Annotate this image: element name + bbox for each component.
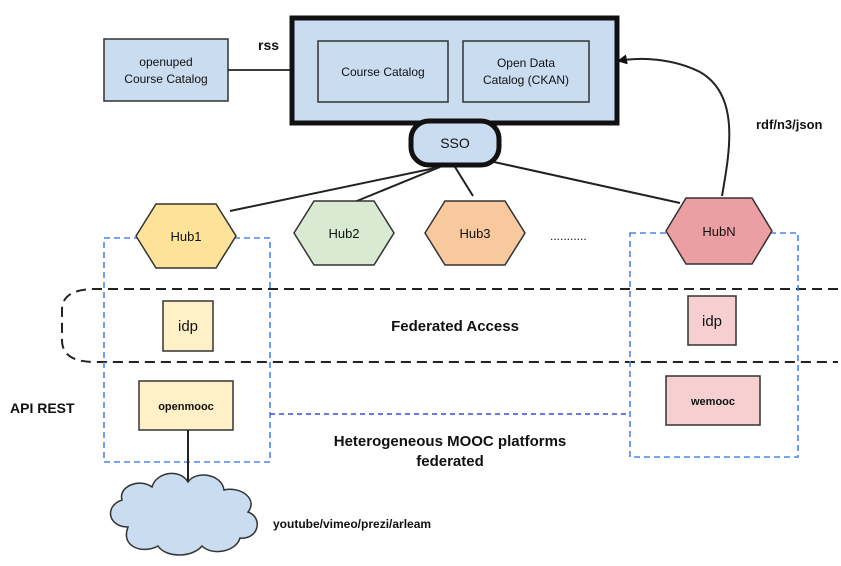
rss-label: rss bbox=[258, 37, 279, 53]
hubn-hexagon bbox=[665, 197, 773, 265]
api-rest-label: API REST bbox=[10, 400, 75, 416]
hub-ellipsis: ........... bbox=[550, 229, 587, 243]
rdf-label: rdf/n3/json bbox=[756, 117, 823, 132]
sso-node bbox=[408, 118, 502, 168]
idp-left-box bbox=[162, 300, 214, 352]
openmooc-label: openmooc bbox=[158, 401, 214, 413]
federated-access-label: Federated Access bbox=[391, 318, 519, 335]
course-catalog-label: Course Catalog bbox=[341, 65, 424, 79]
hetero-line1: Heterogeneous MOOC platforms bbox=[334, 433, 567, 450]
hub1-label: Hub1 bbox=[170, 229, 201, 244]
cloud-label: youtube/vimeo/prezi/arleam bbox=[273, 517, 431, 531]
sso-label: SSO bbox=[440, 135, 470, 151]
openuped-catalog-box bbox=[103, 38, 229, 102]
course-catalog-box bbox=[317, 40, 449, 103]
federated-access-band bbox=[61, 288, 838, 363]
wemooc-label: wemooc bbox=[690, 396, 735, 408]
idp-right-label: idp bbox=[702, 313, 722, 330]
hetero-line2: federated bbox=[416, 453, 484, 470]
open-data-line2: Catalog (CKAN) bbox=[483, 73, 569, 87]
hub2-label: Hub2 bbox=[328, 226, 359, 241]
wemooc-box bbox=[665, 375, 761, 426]
hub3-hexagon bbox=[424, 200, 526, 266]
sso-hub2-link bbox=[351, 166, 441, 204]
open-data-catalog-box bbox=[462, 40, 590, 103]
open-data-line1: Open Data bbox=[497, 56, 555, 70]
openuped-line2: Course Catalog bbox=[124, 72, 207, 86]
openuped-line1: openuped bbox=[139, 55, 192, 69]
openmooc-box bbox=[138, 380, 234, 431]
sso-hubn-link bbox=[484, 159, 681, 204]
idp-left-label: idp bbox=[178, 318, 198, 335]
hub3-label: Hub3 bbox=[459, 226, 490, 241]
rdf-arrow bbox=[617, 54, 731, 197]
hubn-label: HubN bbox=[702, 224, 735, 239]
sso-hub3-link bbox=[454, 166, 474, 197]
media-cloud bbox=[109, 472, 258, 556]
hub1-hexagon bbox=[135, 203, 237, 269]
idp-right-box bbox=[687, 295, 737, 346]
sso-hub1-link bbox=[229, 166, 441, 212]
hub2-hexagon bbox=[293, 200, 395, 266]
